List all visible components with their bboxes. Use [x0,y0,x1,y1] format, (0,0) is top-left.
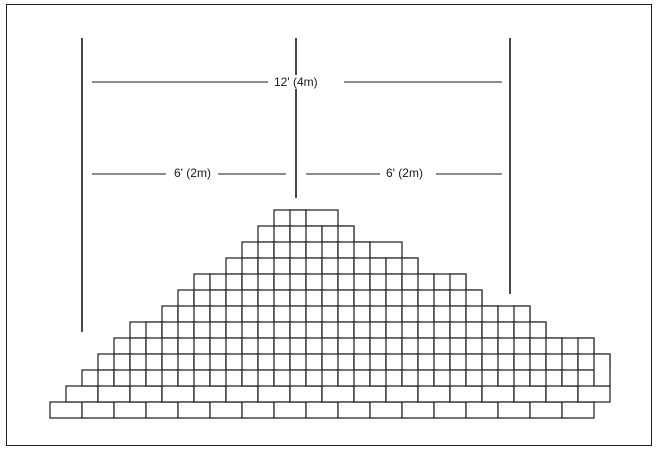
paving-brick [529,401,563,419]
paving-brick [337,401,371,419]
paving-brick [545,385,579,403]
paving-brick [129,385,163,403]
right-half-width-label: 6' (2m) [384,166,425,180]
paving-brick [433,401,467,419]
diagram-frame [6,4,652,446]
paving-brick [81,401,115,419]
paving-brick [449,385,483,403]
left-half-width-label: 6' (2m) [172,166,213,180]
paving-brick [369,241,403,259]
paving-brick [49,401,83,419]
paving-brick [177,401,211,419]
paving-brick [401,401,435,419]
paving-brick [353,385,387,403]
paving-brick [97,385,131,403]
paving-brick [577,385,611,403]
paving-brick [305,401,339,419]
paving-brick [561,401,595,419]
paving-brick [369,401,403,419]
paving-brick [193,385,227,403]
paving-brick [481,385,515,403]
paving-brick [417,385,451,403]
paving-brick [593,353,611,387]
paving-brick [65,385,99,403]
paving-brick [209,401,243,419]
paving-brick [273,401,307,419]
paving-brick [513,385,547,403]
paving-brick [113,401,147,419]
paving-brick [241,401,275,419]
paving-brick [465,401,499,419]
paving-brick [161,385,195,403]
paving-brick [321,385,355,403]
paving-brick [145,401,179,419]
total-width-label: 12' (4m) [272,75,320,89]
brick-pattern [49,209,611,419]
paving-brick [305,209,339,227]
paving-brick [497,401,531,419]
paving-brick [257,385,291,403]
paving-brick [225,385,259,403]
paving-brick [385,385,419,403]
paving-brick [289,385,323,403]
